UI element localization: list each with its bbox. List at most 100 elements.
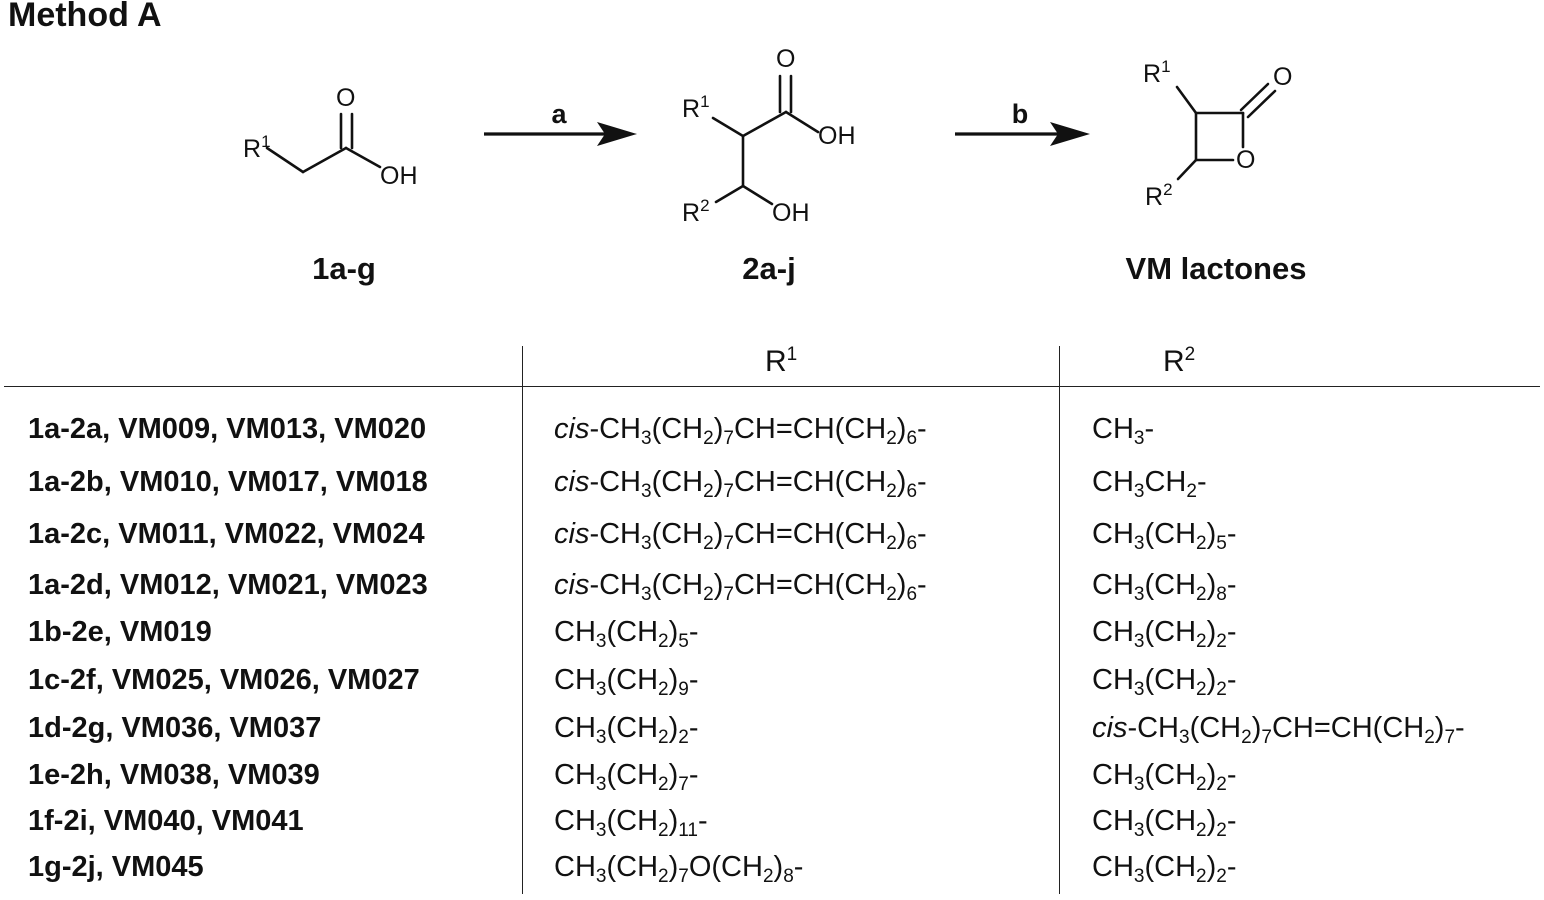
formula-segment: 7 [678, 774, 689, 795]
formula-segment: ) [1206, 664, 1217, 696]
formula-segment: ) [713, 569, 724, 601]
formula-segment: -CH [589, 466, 641, 498]
formula-segment: - [1226, 569, 1237, 601]
formula-segment: ) [713, 466, 724, 498]
formula-segment: CH [1092, 569, 1134, 601]
formula-segment: cis [554, 518, 590, 550]
reaction-arrow-a: a [484, 99, 637, 146]
formula-segment: - [917, 569, 927, 601]
formula-segment: 6 [906, 584, 918, 605]
formula-segment: (CH [606, 712, 659, 744]
column-divider-1 [522, 346, 523, 894]
formula-segment: O(CH [688, 851, 763, 883]
formula-segment: 3 [595, 727, 607, 748]
formula-segment: 2 [1196, 774, 1207, 795]
formula-segment: 7 [678, 866, 689, 887]
formula-segment: ) [668, 851, 679, 883]
formula-segment: 2 [762, 866, 774, 887]
hydroxyl-label-2: OH [772, 199, 810, 227]
formula-segment: 6 [906, 428, 918, 449]
formula-segment: ) [668, 759, 679, 791]
r2-substituent-cell: CH3(CH2)2- [1092, 664, 1237, 700]
compound-label-2: 2a-j [742, 251, 796, 286]
formula-segment: CH [1092, 851, 1134, 883]
formula-segment: CH [1092, 466, 1134, 498]
formula-segment: 2 [1216, 679, 1227, 700]
formula-segment: CH [1092, 413, 1134, 445]
step-label-b: b [1012, 99, 1029, 129]
formula-segment: ) [773, 851, 784, 883]
formula-segment: (CH [606, 664, 659, 696]
formula-segment: ) [668, 616, 679, 648]
formula-segment: 11 [678, 820, 698, 841]
formula-segment: (CH [1144, 518, 1197, 550]
formula-segment: (CH [1144, 851, 1197, 883]
formula-segment: 2 [658, 866, 669, 887]
r1-label: R1 [1143, 57, 1171, 88]
compound-ids-cell: 1a-2a, VM009, VM013, VM020 [28, 413, 427, 445]
formula-segment: - [1226, 805, 1237, 837]
formula-segment: (CH [651, 466, 704, 498]
r1-substituent-cell: CH3(CH2)7O(CH2)8- [554, 851, 803, 887]
formula-segment: 2 [1196, 820, 1207, 841]
formula-segment: (CH [1144, 805, 1197, 837]
formula-segment: (CH [651, 413, 704, 445]
formula-segment: 7 [723, 481, 734, 502]
hydroxyl-label: OH [818, 122, 856, 150]
formula-segment: CH [1092, 759, 1134, 791]
formula-segment: 3 [1133, 631, 1145, 652]
page-title: Method A [8, 0, 162, 34]
formula-segment: 3 [595, 631, 607, 652]
carbonyl-oxygen-label: O [1273, 63, 1292, 91]
formula-segment: 2 [703, 584, 714, 605]
r1-substituent-cell: CH3(CH2)5- [554, 616, 699, 652]
formula-segment: 2 [886, 481, 897, 502]
formula-segment: CH [1092, 616, 1134, 648]
formula-segment: ) [896, 569, 907, 601]
formula-segment: 3 [1133, 774, 1145, 795]
formula-segment: 2 [1216, 820, 1227, 841]
formula-segment: 2 [886, 428, 897, 449]
compound-ids-cell: 1a-2b, VM010, VM017, VM018 [28, 466, 428, 498]
compound-ids-cell: 1g-2j, VM045 [28, 851, 204, 883]
formula-segment: 3 [1133, 866, 1145, 887]
formula-segment: 3 [595, 866, 607, 887]
formula-segment: 8 [783, 866, 794, 887]
formula-segment: - [1226, 851, 1237, 883]
structure-lactone: R1 O O R2 [1143, 57, 1292, 211]
formula-segment: 2 [658, 774, 669, 795]
formula-segment: ) [896, 518, 907, 550]
formula-segment: ) [1206, 569, 1217, 601]
formula-segment: 2 [703, 533, 714, 554]
formula-segment: 3 [1133, 481, 1145, 502]
header-r1: R1 [765, 344, 798, 378]
formula-segment: CH [554, 805, 596, 837]
formula-segment: CH [1144, 466, 1187, 498]
formula-segment: (CH [1144, 616, 1197, 648]
r1-substituent-cell: cis-CH3(CH2)7CH=CH(CH2)6- [554, 569, 927, 605]
formula-segment: 5 [1216, 533, 1227, 554]
formula-segment: 2 [886, 584, 897, 605]
formula-segment: ) [668, 664, 679, 696]
reaction-scheme: R1 O OH a R1 O OH R2 OH b [243, 45, 1292, 227]
formula-segment: 2 [658, 820, 669, 841]
formula-segment: cis [554, 569, 590, 601]
formula-segment: ) [1206, 851, 1217, 883]
formula-segment: CH=CH(CH [1271, 712, 1425, 744]
r2-substituent-cell: cis-CH3(CH2)7CH=CH(CH2)7- [1092, 712, 1465, 748]
formula-segment: CH [1092, 805, 1134, 837]
r2-label: R2 [1145, 180, 1173, 211]
formula-segment: CH [1092, 664, 1134, 696]
compound-ids-cell: 1a-2c, VM011, VM022, VM024 [28, 518, 425, 550]
compound-ids-cell: 1f-2i, VM040, VM041 [28, 805, 304, 837]
formula-segment: ) [713, 413, 724, 445]
formula-segment: 2 [703, 428, 714, 449]
compound-ids-cell: 1e-2h, VM038, VM039 [28, 759, 320, 791]
formula-segment: CH=CH(CH [733, 518, 887, 550]
formula-segment: 2 [1241, 727, 1252, 748]
formula-segment: ) [668, 805, 679, 837]
